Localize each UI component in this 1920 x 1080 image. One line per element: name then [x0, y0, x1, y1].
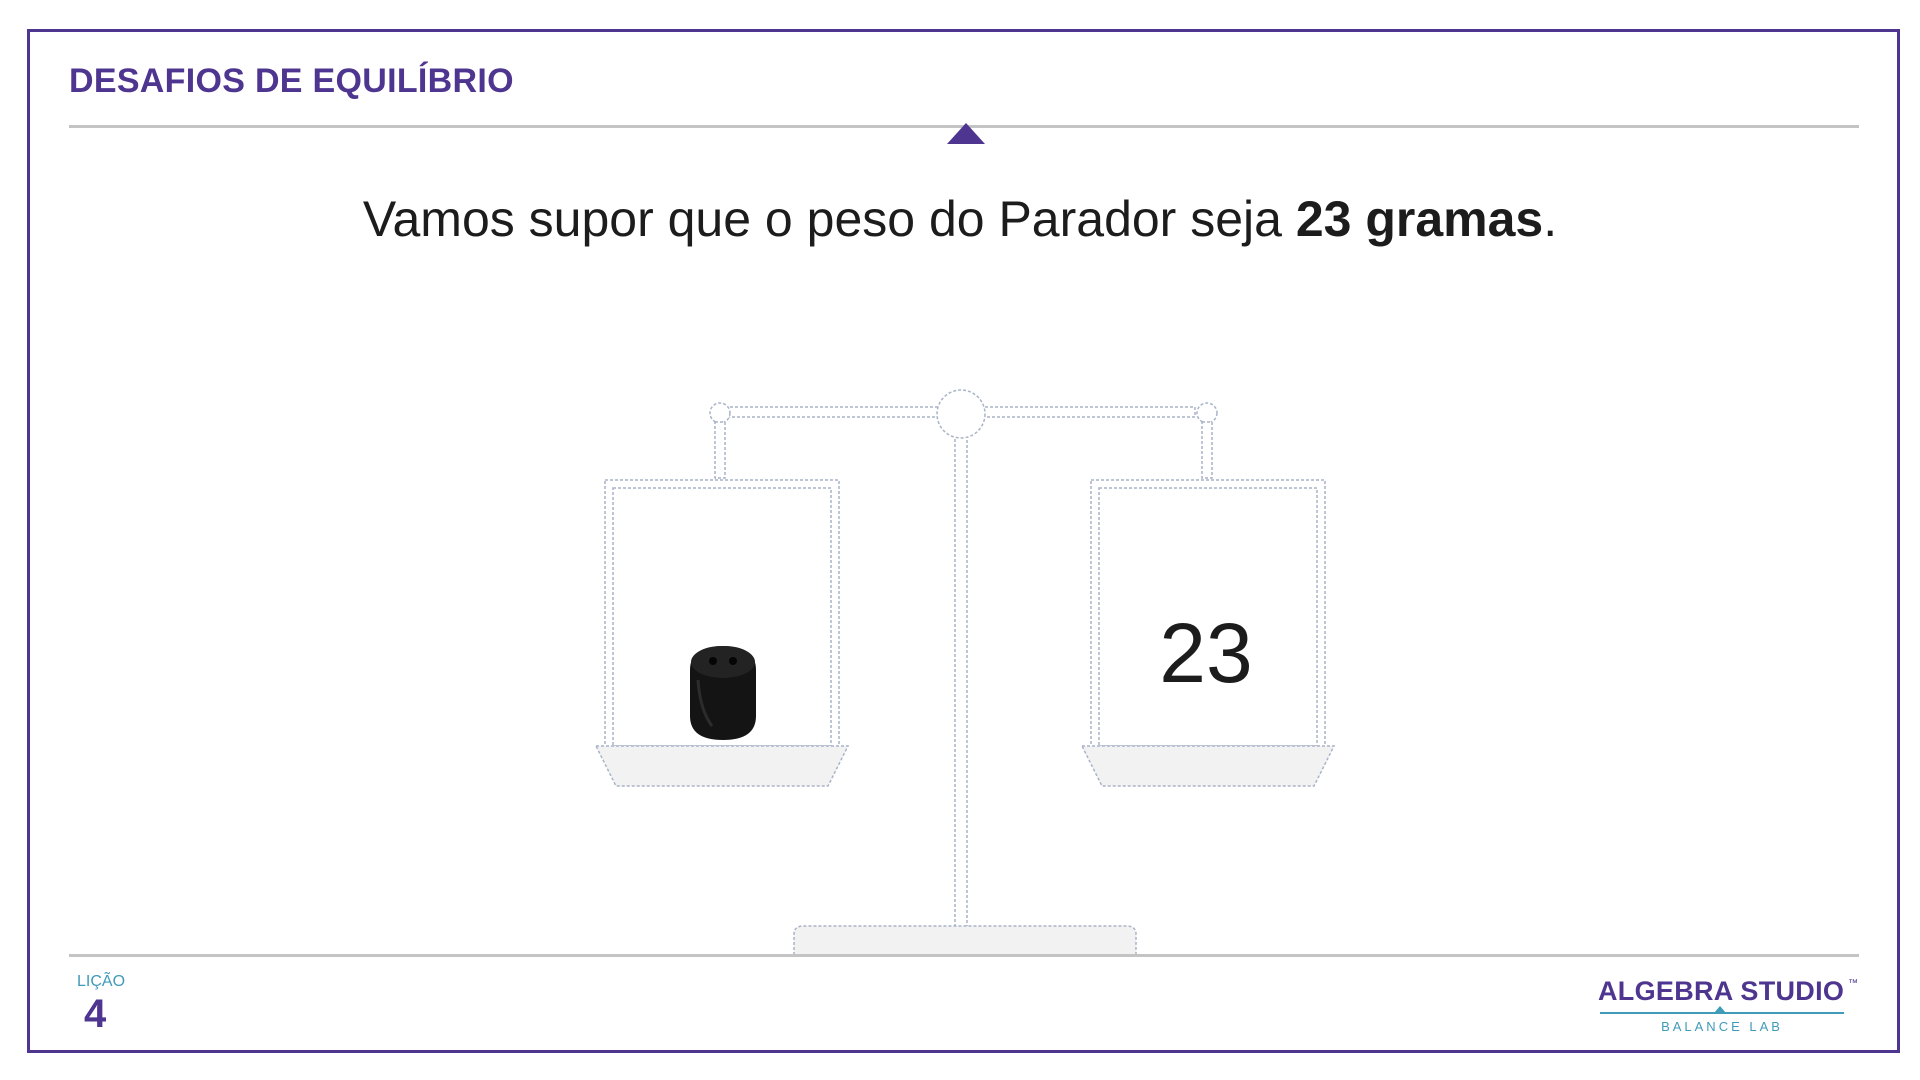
statement-text: Vamos supor que o peso do Parador seja 2… — [0, 190, 1920, 248]
right-pan-tray — [1080, 745, 1336, 787]
scale-base — [793, 925, 1137, 956]
left-hanger — [714, 421, 726, 479]
statement-emphasis: 23 gramas — [1295, 191, 1544, 247]
logo-underline — [1600, 1012, 1844, 1014]
logo-trademark: ™ — [1848, 978, 1858, 989]
right-hanger — [1201, 421, 1213, 479]
logo-subtitle: BALANCE LAB — [1661, 1019, 1783, 1034]
logo-wordmark: ALGEBRA STUDIO — [1598, 976, 1845, 1006]
left-pan-tray — [594, 745, 850, 787]
scale-pivot — [936, 389, 986, 439]
balance-scale — [580, 380, 1340, 960]
lesson-label: LIÇÃO — [77, 973, 126, 990]
statement-suffix: . — [1543, 191, 1558, 247]
divider-caret-icon — [947, 123, 985, 144]
beam-left-knob — [709, 402, 731, 424]
brand-logo: ALGEBRA STUDIO ™ BALANCE LAB — [1598, 976, 1868, 1036]
scale-post — [954, 431, 968, 931]
lesson-number: 4 — [84, 992, 107, 1036]
logo-caret-icon — [1714, 1006, 1726, 1013]
footer-divider — [69, 954, 1859, 957]
statement-prefix: Vamos supor que o peso do Parador seja — [362, 191, 1296, 247]
right-pan-value: 23 — [1159, 606, 1253, 700]
header-title: DESAFIOS DE EQUILÍBRIO — [69, 62, 514, 100]
balance-scale-drawing — [594, 389, 1336, 956]
stopper-icon — [690, 646, 756, 740]
slide-frame — [27, 29, 1900, 1053]
beam-right-knob — [1196, 402, 1218, 424]
